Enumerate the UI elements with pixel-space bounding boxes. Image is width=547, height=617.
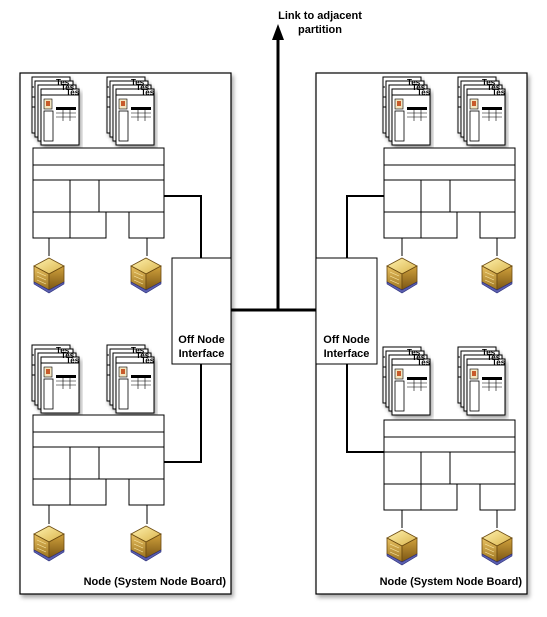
- stack-label: Tes: [487, 353, 501, 362]
- right-node-label: Node (System Node Board): [380, 576, 523, 588]
- left-interface-label-line2: Interface: [179, 348, 225, 360]
- link-label-line1: Link to adjacent: [278, 10, 362, 22]
- stack-label: Tes: [61, 351, 75, 360]
- stack-label: Tes: [492, 88, 506, 97]
- left-lower-interconnect: [164, 364, 202, 463]
- right-upper-interconnect: [346, 195, 384, 258]
- partition-link: [231, 24, 316, 312]
- stack-label: Tes: [487, 83, 501, 92]
- stack-label: Tes: [131, 78, 145, 87]
- stack-label: Tes: [407, 348, 421, 357]
- left-upper-window-stack-1: Tes Tes Tes: [32, 77, 80, 145]
- stack-label: Tes: [482, 348, 496, 357]
- stack-label: Tes: [66, 88, 80, 97]
- right-lower-interconnect: [346, 364, 384, 453]
- stack-label: Tes: [417, 88, 431, 97]
- right-lower-block-grid: [383, 419, 516, 511]
- right-off-node-interface: Off Node Interface: [315, 257, 378, 365]
- stack-label: Tes: [141, 356, 155, 365]
- left-upper-window-stack-2: Tes Tes Tes: [107, 77, 155, 145]
- stack-label: Tes: [131, 346, 145, 355]
- stack-label: Tes: [407, 78, 421, 87]
- left-lower-window-stack-1: Tes Tes Tes: [32, 345, 80, 413]
- left-interface-label-line1: Off Node: [178, 334, 224, 346]
- stack-label: Tes: [492, 358, 506, 367]
- stack-label: Tes: [412, 353, 426, 362]
- stack-label: Tes: [66, 356, 80, 365]
- right-upper-block-grid: [383, 147, 516, 239]
- left-node-label: Node (System Node Board): [84, 576, 227, 588]
- stack-label: Tes: [141, 88, 155, 97]
- stack-label: Tes: [136, 83, 150, 92]
- right-interface-label-line2: Interface: [324, 348, 370, 360]
- stack-label: Tes: [482, 78, 496, 87]
- stack-label: Tes: [417, 358, 431, 367]
- stack-label: Tes: [56, 78, 70, 87]
- right-upper-window-stack-2: Tes Tes Tes: [458, 77, 506, 145]
- right-lower-window-stack-2: Tes Tes Tes: [458, 347, 506, 415]
- left-off-node-interface: Off Node Interface: [171, 257, 232, 365]
- left-upper-block-grid: [32, 147, 165, 239]
- stack-label: Tes: [412, 83, 426, 92]
- left-upper-interconnect: [164, 195, 202, 258]
- right-interface-label-line1: Off Node: [323, 334, 369, 346]
- left-lower-block-grid: [32, 414, 165, 506]
- up-arrow-icon: [272, 24, 284, 40]
- stack-label: Tes: [61, 83, 75, 92]
- right-upper-window-stack-1: Tes Tes Tes: [383, 77, 431, 145]
- left-lower-window-stack-2: Tes Tes Tes: [107, 345, 155, 413]
- right-lower-window-stack-1: Tes Tes Tes: [383, 347, 431, 415]
- stack-label: Tes: [56, 346, 70, 355]
- stack-label: Tes: [136, 351, 150, 360]
- link-label-line2: partition: [298, 24, 342, 36]
